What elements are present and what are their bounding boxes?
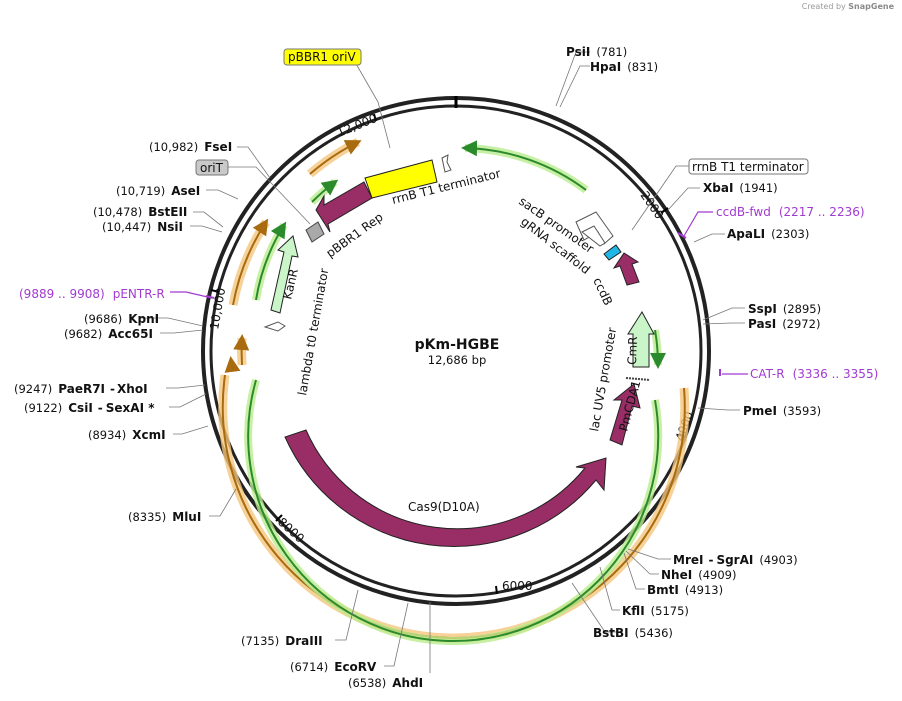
label-lacuv5: lac UV5 promoter — [587, 326, 619, 432]
label-cmr: CmR — [625, 336, 640, 365]
site-pmei: PmeI(3593) — [743, 404, 821, 418]
site-asei: (10,719)AseI — [116, 184, 200, 198]
map-center: pKm-HGBE 12,686 bp — [415, 337, 500, 367]
site-labels: PsiI(781) HpaI(831) XbaI(1941) ApaLI(230… — [14, 45, 821, 690]
label-orit: oriT — [200, 161, 224, 175]
site-fsei: (10,982)FseI — [149, 140, 232, 154]
label-rrnb-box: rrnB T1 terminator — [692, 160, 804, 174]
feature-lambda: lambda t0 terminator — [263, 267, 331, 397]
boxed-labels: pBBR1 oriV oriT rrnB T1 terminator — [195, 48, 809, 231]
primer-cat-r: CAT-R(3336 .. 3355) — [750, 367, 878, 381]
site-mrei-sgrai: MreI-SgrAI(4903) — [673, 553, 798, 567]
tick-6000: 6000 — [502, 579, 533, 593]
feature-sacb: sacB promoter gRNA scaffold — [516, 194, 614, 277]
feature-ccdb: ccdB — [590, 244, 640, 308]
site-psii: PsiI(781) — [566, 45, 627, 59]
credit-brand: SnapGene — [848, 2, 894, 11]
site-bsteii: (10,478)BstEII — [93, 205, 187, 219]
tick-12000: 12,000 — [335, 111, 379, 140]
snapgene-credit: Created by SnapGene — [802, 2, 894, 11]
site-pasi: PasI(2972) — [748, 317, 820, 331]
site-leaders — [140, 51, 745, 673]
site-bmti: BmtI(4913) — [647, 583, 723, 597]
feature-orit — [305, 221, 325, 243]
site-bstbi: BstBI(5436) — [593, 626, 673, 640]
site-hpai: HpaI(831) — [590, 60, 658, 74]
site-nhei: NheI(4909) — [661, 568, 736, 582]
box-orit — [195, 159, 229, 176]
primer-labels: ccdB-fwd(2217 .. 2236) CAT-R(3336 .. 335… — [19, 205, 878, 381]
site-ahdi: (6538)AhdI — [348, 676, 423, 690]
site-kpni: (9686)KpnI — [84, 312, 159, 326]
label-oriv: pBBR1 oriV — [288, 50, 356, 64]
feature-cmr: CmR — [625, 311, 655, 368]
site-xcmi: (8934)XcmI — [88, 428, 166, 442]
site-sspi: SspI(2895) — [748, 302, 821, 316]
label-cas9: Cas9(D10A) — [408, 500, 480, 514]
feature-oriv — [364, 159, 438, 199]
site-acc65i: (9682)Acc65I — [64, 327, 153, 341]
credit-prefix: Created by — [801, 2, 846, 11]
site-paer7i-xhoi: (9247)PaeR7I-XhoI — [14, 382, 148, 396]
plasmid-length: 12,686 bp — [428, 353, 487, 367]
feature-cas9: Cas9(D10A) — [284, 429, 607, 548]
site-ecorv: (6714)EcoRV — [290, 660, 377, 674]
box-oriv — [283, 48, 362, 66]
label-ccdb: ccdB — [590, 275, 615, 307]
backbone — [201, 96, 711, 606]
site-csii-sexai: (9122)CsiI-SexAI * — [24, 401, 155, 415]
label-lambda: lambda t0 terminator — [295, 267, 331, 396]
feature-pmcda1: PmCDA1 — [609, 379, 643, 446]
feature-kanr: KanR — [270, 235, 301, 314]
site-xbai: XbaI(1941) — [703, 181, 778, 195]
site-nsii: (10,447)NsiI — [102, 220, 183, 234]
site-apali: ApaLI(2303) — [727, 227, 809, 241]
primer-ccdb-fwd: ccdB-fwd(2217 .. 2236) — [716, 205, 865, 219]
site-mlui: (8335)MluI — [128, 510, 201, 524]
site-draiii: (7135)DraIII — [241, 634, 323, 648]
primer-markers — [170, 211, 748, 376]
green-tracks — [244, 140, 667, 646]
label-kanr: KanR — [280, 267, 301, 300]
site-kfli: KflI(5175) — [622, 604, 689, 618]
primer-pentr-r: (9889 .. 9908)pENTR-R — [19, 287, 165, 301]
box-rrnb — [688, 158, 809, 175]
plasmid-name: pKm-HGBE — [415, 337, 500, 353]
